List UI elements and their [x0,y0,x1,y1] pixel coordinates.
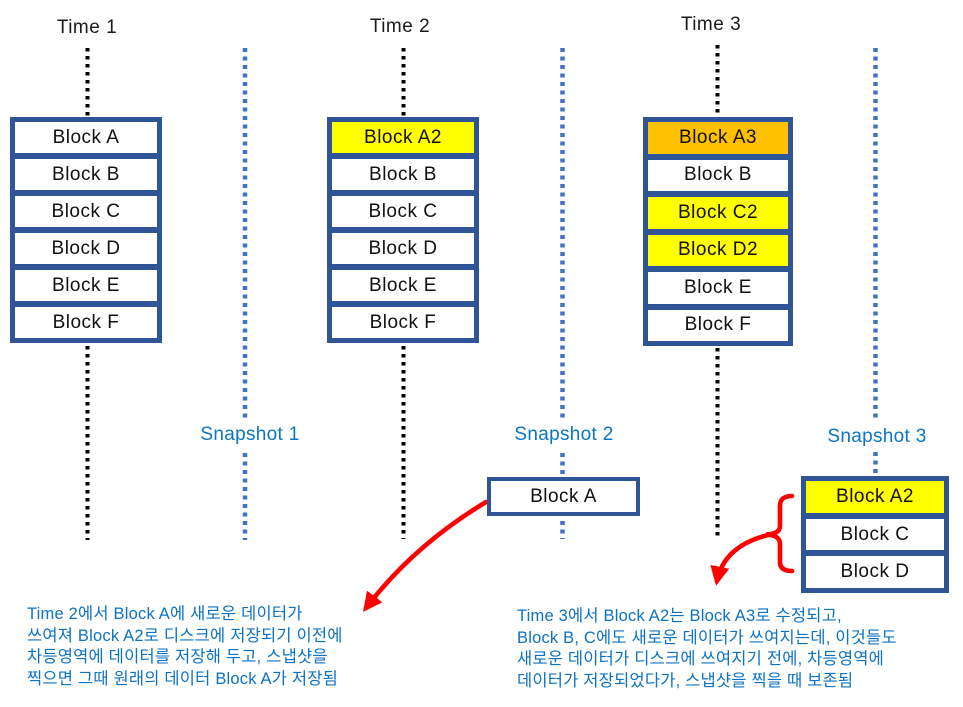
block-row: Block B [648,159,788,191]
snapshot3-group-bracket [765,493,795,574]
block-row: Block A3 [648,122,788,154]
block-row: Block A2 [332,122,474,153]
block-row: Block B [332,159,474,190]
block-row: Block C [806,518,944,551]
copy-on-write-arrow-right [710,532,771,586]
time3-label: Time 3 [680,14,742,35]
snapshot2-label: Snapshot 2 [514,424,614,445]
block-row: Block D [806,556,944,589]
block-row: Block E [15,270,157,301]
time2-block-stack: Block A2 Block B Block C Block D Block E… [327,117,479,343]
block-row: Block A [15,122,157,153]
block-row: Block D [15,233,157,264]
time1-label: Time 1 [56,17,118,38]
block-row: Block C2 [648,197,788,229]
block-row: Block D2 [648,234,788,266]
time1-block-stack: Block A Block B Block C Block D Block E … [10,117,162,343]
snapshot3-preserved-block-box: Block A2 Block C Block D [801,476,949,593]
annotation-right: Time 3에서 Block A2는 Block A3로 수정되고, Block… [517,607,897,690]
block-row: Block F [648,309,788,341]
block-row: Block F [332,307,474,338]
block-row: Block C [15,196,157,227]
block-row: Block A2 [806,481,944,513]
snapshot1-label: Snapshot 1 [200,424,300,445]
block-row: Block E [648,272,788,304]
block-row: Block E [332,270,474,301]
block-row: Block C [332,196,474,227]
copy-on-write-arrow-left [363,499,489,612]
snapshot2-preserved-block-box: Block A [487,477,640,516]
snapshot3-label: Snapshot 3 [827,426,927,447]
block-row: Block B [15,159,157,190]
block-row: Block A [491,481,636,512]
annotation-left: Time 2에서 Block A에 새로운 데이터가 쓰여져 Block A2로… [27,605,343,688]
time2-label: Time 2 [369,16,431,37]
time3-block-stack: Block A3 Block B Block C2 Block D2 Block… [643,117,793,346]
block-row: Block F [15,307,157,338]
block-row: Block D [332,233,474,264]
